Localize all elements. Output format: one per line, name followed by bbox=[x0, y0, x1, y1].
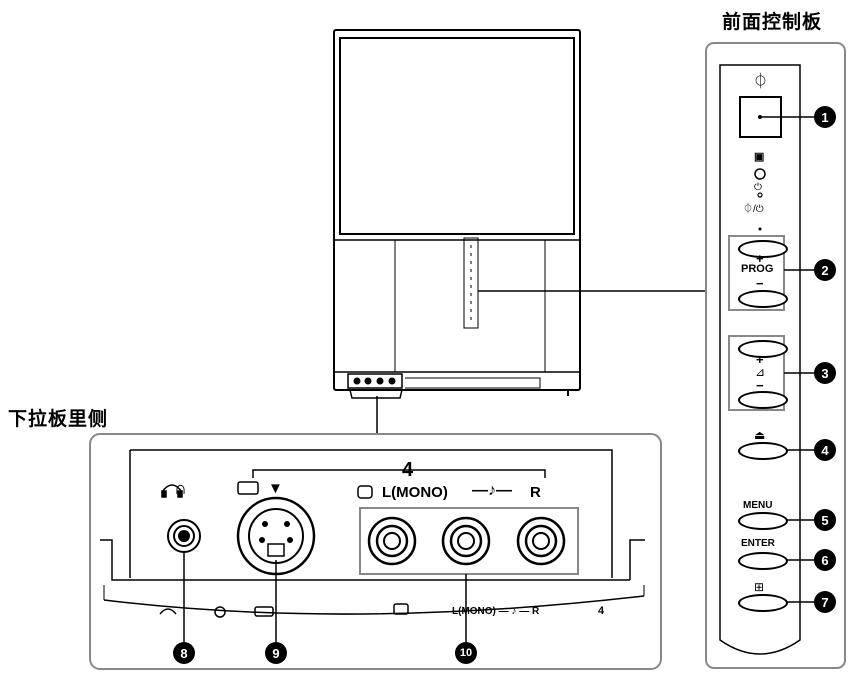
callout-3: 3 bbox=[814, 362, 836, 384]
audio-note-icon: —♪— bbox=[472, 482, 512, 499]
menu-button[interactable] bbox=[738, 512, 788, 530]
bottom-audio-label: L(MONO) — ♪ — R bbox=[452, 606, 540, 617]
standby-sensor-symbol: ▣ bbox=[754, 151, 765, 163]
volume-icon: ⊿ bbox=[755, 365, 766, 379]
audio-l-label: L(MONO) bbox=[382, 484, 448, 501]
picture-mode-button[interactable] bbox=[738, 594, 788, 612]
input-select-icon: ⏏ bbox=[754, 428, 766, 442]
enter-label: ENTER bbox=[741, 538, 775, 549]
vol-plus-button[interactable] bbox=[738, 340, 788, 358]
leader-lines bbox=[376, 290, 706, 434]
callout-8: 8 bbox=[173, 642, 195, 664]
prog-plus-button[interactable] bbox=[738, 240, 788, 258]
callout-4: 4 bbox=[814, 439, 836, 461]
callout-5: 5 bbox=[814, 509, 836, 531]
standby-indicator-symbol: ⏻ bbox=[754, 182, 762, 193]
prog-label: PROG bbox=[741, 263, 774, 275]
front-panel-heading: 前面控制板 bbox=[722, 11, 823, 33]
callout-9: 9 bbox=[265, 642, 287, 664]
drop-panel-frame bbox=[89, 433, 662, 670]
bottom-input-label: 4 bbox=[598, 605, 605, 617]
picture-mode-icon: ⊞ bbox=[754, 580, 765, 594]
svideo-marker-icon: ▼ bbox=[268, 480, 283, 497]
av-jacks bbox=[367, 516, 566, 566]
callout-6: 6 bbox=[814, 549, 836, 571]
vol-minus-label: − bbox=[756, 378, 764, 393]
prog-minus-button[interactable] bbox=[738, 290, 788, 308]
indicator-label: ⏀/⏻ bbox=[743, 204, 764, 215]
front-panel-strip bbox=[719, 64, 801, 655]
callout-7: 7 bbox=[814, 591, 836, 613]
callout-2: 2 bbox=[814, 259, 836, 281]
prog-minus-label: − bbox=[756, 276, 764, 291]
callout-10: 10 bbox=[455, 642, 477, 664]
power-symbol: ⏀ bbox=[753, 73, 769, 90]
input-4-label: 4 bbox=[402, 459, 414, 481]
drop-panel-heading: 下拉板里侧 bbox=[8, 408, 109, 430]
vol-plus-label: + bbox=[756, 352, 764, 367]
tv-cabinet bbox=[333, 29, 581, 399]
vol-minus-button[interactable] bbox=[738, 391, 788, 409]
front-panel-frame bbox=[705, 42, 846, 669]
audio-r-label: R bbox=[530, 484, 541, 501]
input-select-button[interactable] bbox=[738, 442, 788, 460]
prog-plus-label: + bbox=[756, 251, 764, 266]
enter-button[interactable] bbox=[738, 552, 788, 570]
callout-1: 1 bbox=[814, 106, 836, 128]
headphone-jack bbox=[167, 519, 201, 553]
menu-label: MENU bbox=[743, 500, 773, 511]
power-button[interactable] bbox=[740, 97, 781, 137]
headphone-icon: ∩ bbox=[174, 478, 187, 498]
drop-panel-lines bbox=[100, 449, 645, 615]
